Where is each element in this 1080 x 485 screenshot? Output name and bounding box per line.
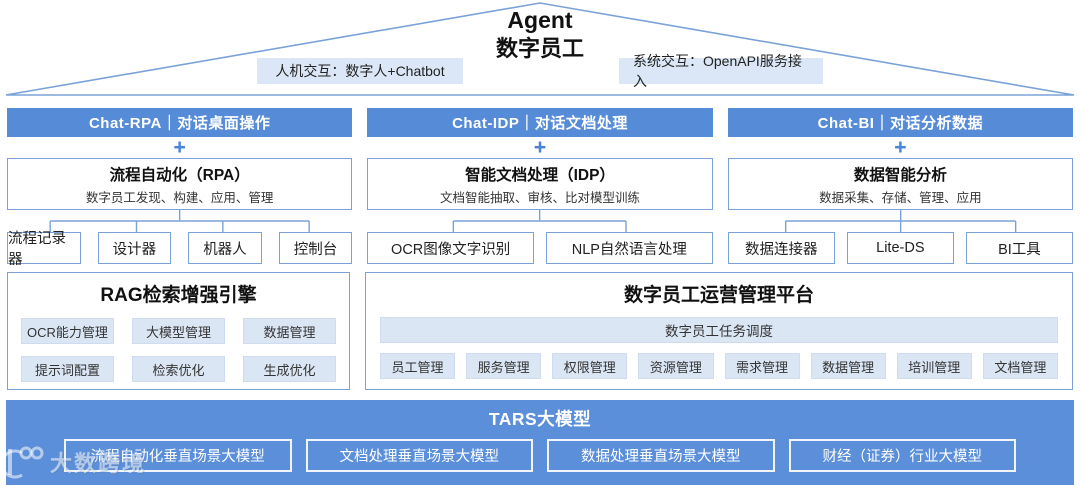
platform-item-resource: 资源管理 — [638, 353, 714, 379]
rag-item-retrieval: 检索优化 — [132, 356, 225, 382]
diagram-title: Agent 数字员工 — [0, 6, 1080, 62]
plus-icon: + — [533, 136, 547, 159]
rpa-child-robot: 机器人 — [188, 232, 262, 264]
platform-item-employee: 员工管理 — [380, 353, 456, 379]
rag-item-generation: 生成优化 — [243, 356, 336, 382]
idp-box-subtitle: 文档智能抽取、审核、比对模型训练 — [439, 190, 640, 205]
rag-item-data: 数据管理 — [243, 318, 336, 344]
bi-children: 数据连接器 Lite-DS BI工具 — [727, 232, 1073, 264]
product-columns: Chat-RPA｜对话桌面操作 + 流程自动化（RPA） 数字员工发现、构建、应… — [7, 108, 1073, 268]
rpa-children: 流程记录器 设计器 机器人 控制台 — [7, 231, 353, 268]
rpa-main-box: 流程自动化（RPA） 数字员工发现、构建、应用、管理 — [7, 158, 353, 210]
column-chat-bi: Chat-BI｜对话分析数据 + 数据智能分析 数据采集、存储、管理、应用 数据… — [727, 108, 1073, 264]
rpa-child-console: 控制台 — [278, 232, 353, 264]
rpa-connector-lines — [7, 210, 352, 232]
platform-item-training: 培训管理 — [896, 353, 972, 379]
platform-item-data: 数据管理 — [810, 353, 886, 379]
idp-child-nlp: NLP自然语言处理 — [546, 232, 713, 264]
chat-idp-header: Chat-IDP｜对话文档处理 — [367, 108, 713, 137]
rag-item-prompt: 提示词配置 — [21, 356, 114, 382]
tars-model-finance: 财经（证券）行业大模型 — [788, 439, 1016, 472]
platform-item-service: 服务管理 — [466, 353, 542, 379]
idp-connector-lines — [367, 210, 712, 232]
tars-title: TARS大模型 — [488, 409, 592, 429]
tars-model-data: 数据处理垂直场景大模型 — [547, 439, 775, 472]
bi-child-bitool: BI工具 — [965, 232, 1073, 264]
idp-box-title: 智能文档处理（IDP） — [465, 166, 615, 184]
idp-children: OCR图像文字识别 NLP自然语言处理 — [367, 232, 713, 264]
human-interaction-tag: 人机交互：数字人+Chatbot — [257, 58, 463, 84]
platform-items: 员工管理 服务管理 权限管理 资源管理 需求管理 数据管理 培训管理 文档管理 — [380, 353, 1058, 379]
title-agent: Agent — [507, 7, 573, 33]
title-digital-employee: 数字员工 — [495, 35, 584, 61]
tars-model-boxes: 流程自动化垂直场景大模型 文档处理垂直场景大模型 数据处理垂直场景大模型 财经（… — [64, 439, 1016, 472]
rag-items: OCR能力管理 大模型管理 数据管理 提示词配置 检索优化 生成优化 — [21, 318, 336, 382]
platform-item-permission: 权限管理 — [552, 353, 628, 379]
column-chat-rpa: Chat-RPA｜对话桌面操作 + 流程自动化（RPA） 数字员工发现、构建、应… — [7, 108, 353, 268]
idp-child-ocr: OCR图像文字识别 — [367, 232, 534, 264]
system-interaction-tag: 系统交互：OpenAPI服务接入 — [619, 53, 823, 89]
tars-model-rpa: 流程自动化垂直场景大模型 — [64, 439, 292, 472]
platform-panel-title: 数字员工运营管理平台 — [623, 285, 814, 306]
bi-child-connector: 数据连接器 — [727, 232, 835, 264]
bi-main-box: 数据智能分析 数据采集、存储、管理、应用 — [727, 158, 1073, 210]
rag-engine-panel: RAG检索增强引擎 OCR能力管理 大模型管理 数据管理 提示词配置 检索优化 … — [7, 272, 350, 390]
middle-row: RAG检索增强引擎 OCR能力管理 大模型管理 数据管理 提示词配置 检索优化 … — [7, 272, 1073, 390]
rpa-box-title: 流程自动化（RPA） — [109, 166, 250, 184]
column-chat-idp: Chat-IDP｜对话文档处理 + 智能文档处理（IDP） 文档智能抽取、审核、… — [367, 108, 713, 264]
rag-panel-title: RAG检索增强引擎 — [100, 285, 257, 306]
plus-icon: + — [173, 136, 186, 159]
rpa-box-subtitle: 数字员工发现、构建、应用、管理 — [85, 190, 274, 205]
bi-box-subtitle: 数据采集、存储、管理、应用 — [819, 190, 982, 205]
platform-item-document: 文档管理 — [982, 353, 1058, 379]
rag-item-llm: 大模型管理 — [132, 318, 225, 344]
tars-model-bar: TARS大模型 流程自动化垂直场景大模型 文档处理垂直场景大模型 数据处理垂直场… — [6, 400, 1074, 485]
chat-bi-header: Chat-BI｜对话分析数据 — [727, 108, 1073, 137]
platform-scheduler-chip: 数字员工任务调度 — [380, 317, 1058, 343]
operation-platform-panel: 数字员工运营管理平台 数字员工任务调度 员工管理 服务管理 权限管理 资源管理 … — [365, 272, 1073, 390]
rag-item-ocr: OCR能力管理 — [21, 318, 114, 344]
roof-triangle-lines — [5, 2, 1075, 96]
chat-rpa-header: Chat-RPA｜对话桌面操作 — [7, 108, 353, 137]
idp-main-box: 智能文档处理（IDP） 文档智能抽取、审核、比对模型训练 — [367, 158, 713, 210]
plus-icon: + — [894, 136, 907, 159]
rpa-child-recorder: 流程记录器 — [7, 231, 81, 268]
platform-item-demand: 需求管理 — [724, 353, 800, 379]
bi-box-title: 数据智能分析 — [853, 166, 947, 184]
tars-model-doc: 文档处理垂直场景大模型 — [305, 439, 533, 472]
bi-child-liteds: Lite-DS — [846, 232, 954, 264]
rpa-child-designer: 设计器 — [97, 232, 172, 264]
bi-connector-lines — [728, 210, 1073, 232]
